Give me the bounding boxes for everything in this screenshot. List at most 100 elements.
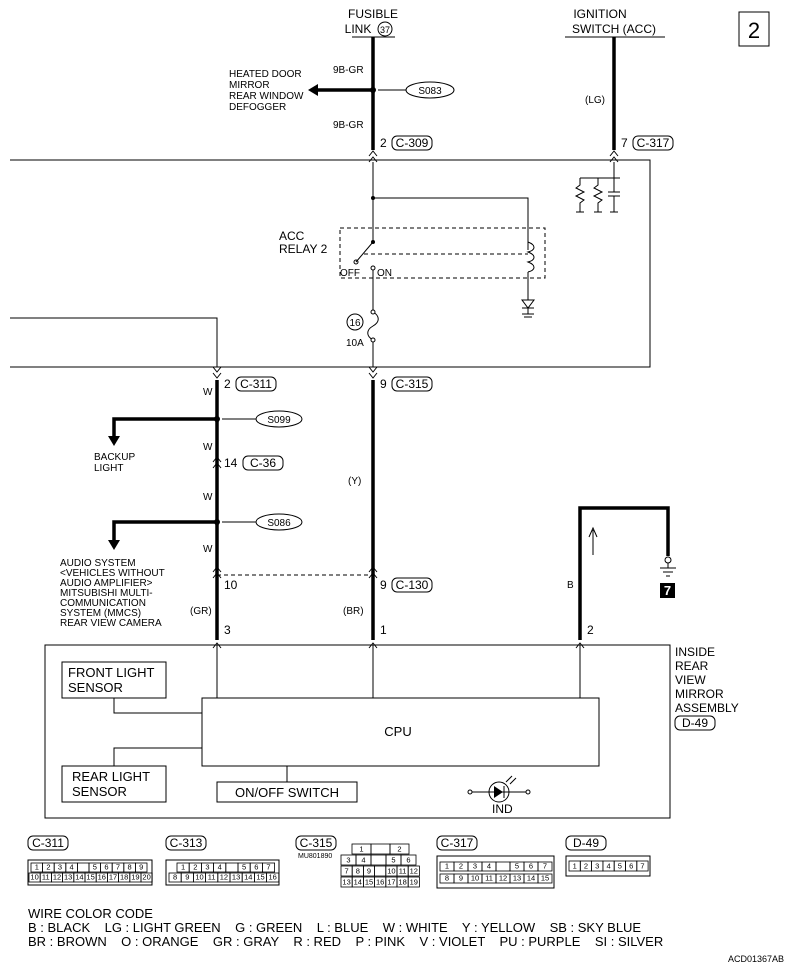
rear-sensor-line2: SENSOR	[72, 784, 127, 799]
pin-3: 3	[224, 623, 231, 637]
c130-box	[391, 577, 433, 593]
pin-2: 2	[587, 623, 594, 637]
splice-s086-label: S086	[267, 518, 291, 529]
c315-cell	[389, 843, 410, 855]
fusible-link-label-2: LINK	[345, 22, 372, 36]
svg-text:D-49: D-49	[573, 836, 599, 850]
indicator-led	[488, 781, 510, 803]
heated-door-line1: HEATED DOOR	[229, 69, 302, 80]
c311-pin-label: 17	[109, 873, 117, 882]
ignition-label: IGNITION	[573, 7, 626, 21]
wire-label-w3: W	[203, 492, 213, 503]
c317-cell	[495, 861, 511, 872]
d49-pin-label: 6	[629, 862, 633, 871]
c311-pin-label: 14	[75, 873, 83, 882]
c311-pin-label: 10	[30, 873, 38, 882]
c315-pin-label: 12	[410, 867, 418, 876]
wire-label-w1: W	[203, 387, 213, 398]
c315-pin-label: 7	[345, 867, 349, 876]
svg-text:C-315: C-315	[300, 836, 333, 850]
c317-pin-label: 5	[515, 862, 519, 871]
capacitor	[608, 178, 620, 212]
relay-coil-feed	[373, 197, 529, 250]
c311-label: C-311	[240, 377, 272, 391]
c311-pin-label: 9	[139, 863, 143, 872]
splice-s083	[405, 81, 455, 99]
d49-pin-label: 3	[595, 862, 599, 871]
audio-line2: <VEHICLES WITHOUT	[60, 568, 165, 579]
legend-line2: BR : BROWN O : ORANGE GR : GRAY R : RED …	[28, 934, 663, 949]
audio-line7: REAR VIEW CAMERA	[60, 618, 162, 629]
c311-pin-label: 19	[131, 873, 139, 882]
c317-pin-label: 14	[527, 874, 535, 883]
c315-pin-label: 4	[361, 856, 365, 865]
wire-label-lg: (LG)	[585, 95, 605, 106]
c313-pin-label: 12	[220, 873, 228, 882]
wire-label-w2: W	[203, 442, 213, 453]
c317-pin: 7	[621, 136, 628, 150]
c309-label: C-309	[396, 136, 429, 150]
resistor-1	[574, 178, 586, 212]
relay-on: ON	[377, 268, 392, 279]
relay-box	[339, 227, 546, 279]
module-box	[10, 159, 651, 368]
d49-pin-label: 5	[618, 862, 622, 871]
c311-pin-label: 3	[58, 863, 62, 872]
c309-box	[391, 135, 433, 151]
current-arrow	[588, 526, 598, 555]
backup-label-2: LIGHT	[94, 463, 123, 474]
c311-pin-label: 11	[42, 873, 50, 882]
c130-mark	[368, 566, 378, 579]
c315-cell	[407, 876, 420, 888]
c130-left-mark	[212, 566, 222, 579]
wire-label-gr: (GR)	[190, 606, 212, 617]
c317-cell	[537, 873, 553, 884]
ignition-label-2: SWITCH (ACC)	[572, 22, 656, 36]
resistor-2	[592, 178, 604, 212]
c315-pin-label: 2	[397, 845, 401, 854]
c130-label: C-130	[396, 578, 429, 592]
c36-pin: 14	[224, 456, 238, 470]
audio-arrow	[108, 540, 120, 550]
c315-box	[391, 376, 433, 392]
c315-label: C-315	[396, 377, 429, 391]
c36-box	[242, 455, 284, 471]
fuse-amperage: 10A	[346, 338, 364, 349]
c317-pin-label: 8	[445, 874, 449, 883]
c317-pin-label: 9	[459, 874, 463, 883]
c315-pin-label: 3	[346, 856, 350, 865]
legend-title: WIRE COLOR CODE	[28, 906, 153, 921]
c311-pin-label: 15	[86, 873, 94, 882]
c311-cell	[134, 862, 148, 873]
c311-box	[235, 376, 277, 392]
c313-pin-label: 3	[205, 863, 209, 872]
audio-line4: MITSUBISHI MULTI-	[60, 588, 153, 599]
wire-label-br: (BR)	[343, 606, 364, 617]
c317-cell	[537, 861, 553, 872]
c317-pin-label: 2	[459, 862, 463, 871]
audio-line6: SYSTEM (MMCS)	[60, 608, 141, 619]
c315-pin-label: 15	[365, 878, 373, 887]
c309-pin: 2	[380, 136, 387, 150]
wire-audio-branch	[112, 520, 217, 540]
rear-sensor-line1: REAR LIGHT	[72, 769, 150, 784]
wire-label-b: B	[567, 580, 574, 591]
pin-1: 1	[380, 623, 387, 637]
d49-pin-label: 1	[573, 862, 577, 871]
c317-pin-label: 6	[529, 862, 533, 871]
d49-pin-label: 2	[584, 862, 588, 871]
fuse-number: 16	[349, 318, 361, 329]
d49-pin-label: 7	[640, 862, 644, 871]
c311-cell	[140, 872, 153, 883]
c315-pin-label: 14	[354, 878, 362, 887]
heated-door-line3: REAR WINDOW	[229, 91, 304, 102]
splice-s083-label: S083	[418, 86, 442, 97]
c313-pin-label: 16	[269, 873, 277, 882]
c317-label: C-317	[637, 136, 670, 150]
c315-pin-label: 10	[387, 867, 395, 876]
c315-pin-label: 5	[391, 856, 395, 865]
mirror-assembly-box	[44, 644, 671, 819]
